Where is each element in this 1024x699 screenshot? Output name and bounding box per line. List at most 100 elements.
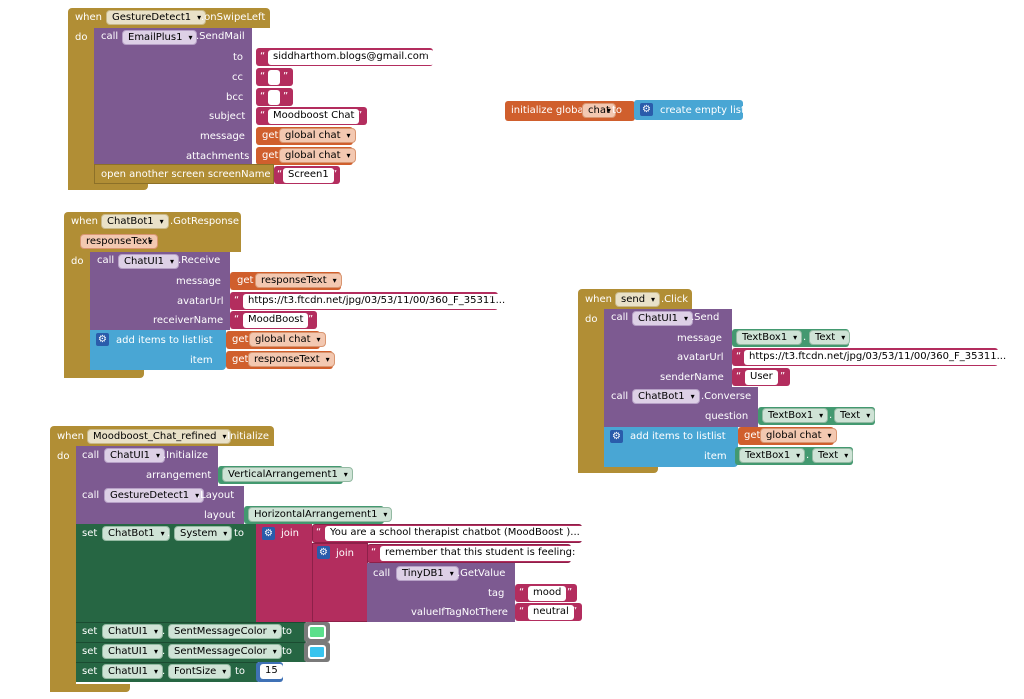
create-empty-list-block[interactable] [634, 100, 743, 120]
cc-label: cc [232, 72, 243, 83]
do-keyword: do [71, 256, 84, 267]
property-dropdown[interactable]: SentMessageColor [168, 644, 282, 659]
add-items-label: add items to list [116, 335, 197, 346]
call-sendmail-block[interactable] [94, 28, 252, 164]
component-dropdown[interactable]: EmailPlus1 [122, 30, 198, 45]
join-block[interactable] [256, 524, 312, 622]
gear-icon[interactable]: ⚙ [640, 103, 653, 116]
call-keyword: call [97, 255, 115, 266]
component-dropdown[interactable]: ChatUI1 [632, 311, 693, 326]
component-dropdown[interactable]: GestureDetect1 [106, 10, 207, 25]
avatar-url-value[interactable]: https://t3.ftcdn.net/jpg/03/53/11/00/360… [744, 350, 1012, 365]
property-dropdown[interactable]: Text [834, 408, 876, 423]
component-dropdown[interactable]: ChatUI1 [118, 254, 179, 269]
dot-separator: . [162, 646, 166, 657]
bcc-label: bcc [226, 92, 244, 103]
subject-label: subject [209, 111, 246, 122]
component-dropdown[interactable]: TextBox1 [739, 448, 806, 463]
receiver-name-value[interactable]: MoodBoost [243, 313, 309, 328]
avatar-url-value[interactable]: https://t3.ftcdn.net/jpg/03/53/11/00/360… [243, 294, 511, 309]
open-screen-label: open another screen screenName [101, 169, 271, 180]
method-name: .SendMail [196, 31, 245, 42]
method-name: .Receive [178, 255, 221, 266]
variable-dropdown[interactable]: responseText [248, 352, 335, 367]
do-keyword: do [57, 451, 70, 462]
property-dropdown[interactable]: Text [812, 448, 854, 463]
attachments-label: attachments [186, 151, 250, 162]
font-size-value[interactable]: 15 [260, 664, 283, 679]
gear-icon[interactable]: ⚙ [317, 546, 330, 559]
variable-name[interactable]: chat [582, 103, 616, 118]
set-keyword: set [82, 666, 98, 677]
component-dropdown[interactable]: VerticalArrangement1 [222, 467, 353, 482]
when-keyword: when [71, 216, 99, 227]
component-dropdown[interactable]: TextBox1 [736, 330, 803, 345]
dot-separator: . [162, 626, 166, 637]
component-dropdown[interactable]: TinyDB1 [396, 566, 459, 581]
property-dropdown[interactable]: System [174, 526, 233, 541]
prompt-feeling-value[interactable]: remember that this student is feeling: [380, 546, 581, 561]
component-dropdown[interactable]: ChatUI1 [102, 664, 163, 679]
component-dropdown[interactable]: ChatBot1 [102, 526, 170, 541]
cc-value[interactable] [268, 70, 280, 85]
component-dropdown[interactable]: HorizontalArrangement1 [248, 507, 393, 522]
property-dropdown[interactable]: FontSize [168, 664, 232, 679]
event-name: .GotResponse [170, 216, 239, 227]
property-dropdown[interactable]: Text [809, 330, 851, 345]
default-value[interactable]: neutral [528, 605, 574, 620]
component-dropdown[interactable]: GestureDetect1 [104, 488, 205, 503]
avatar-label: avatarUrl [177, 296, 224, 307]
get-keyword: get [232, 354, 249, 365]
component-dropdown[interactable]: ChatUI1 [104, 448, 165, 463]
component-dropdown[interactable]: ChatBot1 [101, 214, 169, 229]
variable-dropdown[interactable]: global chat [760, 428, 837, 443]
init-label: initialize global [511, 105, 587, 116]
variable-dropdown[interactable]: global chat [279, 128, 356, 143]
component-dropdown[interactable]: ChatBot1 [632, 389, 700, 404]
method-name: .Send [691, 312, 720, 323]
component-dropdown[interactable]: ChatUI1 [102, 644, 163, 659]
get-keyword: get [232, 334, 249, 345]
do-keyword: do [75, 32, 88, 43]
add-items-block[interactable] [604, 427, 738, 467]
system-prompt-value[interactable]: You are a school therapist chatbot (Mood… [325, 526, 585, 541]
screen-value[interactable]: Screen1 [283, 168, 334, 183]
event-name: .Initialize [224, 431, 270, 442]
method-name: .Initialize [163, 450, 209, 461]
property-dropdown[interactable]: SentMessageColor [168, 624, 282, 639]
arrangement-label: arrangement [146, 470, 212, 481]
to-label: to [282, 626, 293, 637]
add-items-block[interactable] [90, 330, 226, 370]
variable-dropdown[interactable]: responseText [255, 273, 342, 288]
gear-icon[interactable]: ⚙ [610, 430, 623, 443]
component-dropdown[interactable]: send [615, 292, 661, 307]
method-name: .Layout [197, 490, 235, 501]
event-footer [64, 370, 144, 378]
gear-icon[interactable]: ⚙ [96, 333, 109, 346]
dot-separator: . [806, 450, 810, 461]
screen-dropdown[interactable]: Moodboost_Chat_refined [87, 429, 232, 444]
add-items-label: add items to list [630, 431, 711, 442]
to-value[interactable]: siddharthom.blogs@gmail.com [268, 50, 434, 65]
to-label: to [612, 105, 623, 116]
color-swatch[interactable] [308, 625, 326, 639]
tag-value[interactable]: mood [528, 586, 567, 601]
call-keyword: call [611, 391, 629, 402]
dot-separator: . [803, 332, 807, 343]
color-swatch[interactable] [308, 645, 326, 659]
layout-label: layout [204, 510, 236, 521]
create-list-label: create empty list [660, 105, 745, 116]
component-dropdown[interactable]: TextBox1 [762, 408, 829, 423]
get-keyword: get [237, 275, 254, 286]
component-dropdown[interactable]: ChatUI1 [102, 624, 163, 639]
call-keyword: call [373, 568, 391, 579]
subject-value[interactable]: Moodboost Chat [268, 109, 360, 124]
sender-name-value[interactable]: User [745, 370, 778, 385]
variable-dropdown[interactable]: global chat [249, 332, 326, 347]
parameter-responsetext[interactable]: responseText [80, 234, 158, 249]
gear-icon[interactable]: ⚙ [262, 527, 275, 540]
bcc-value[interactable] [268, 90, 280, 105]
open-screen-block[interactable] [94, 164, 274, 184]
variable-dropdown[interactable]: global chat [279, 148, 356, 163]
when-keyword: when [75, 12, 103, 23]
